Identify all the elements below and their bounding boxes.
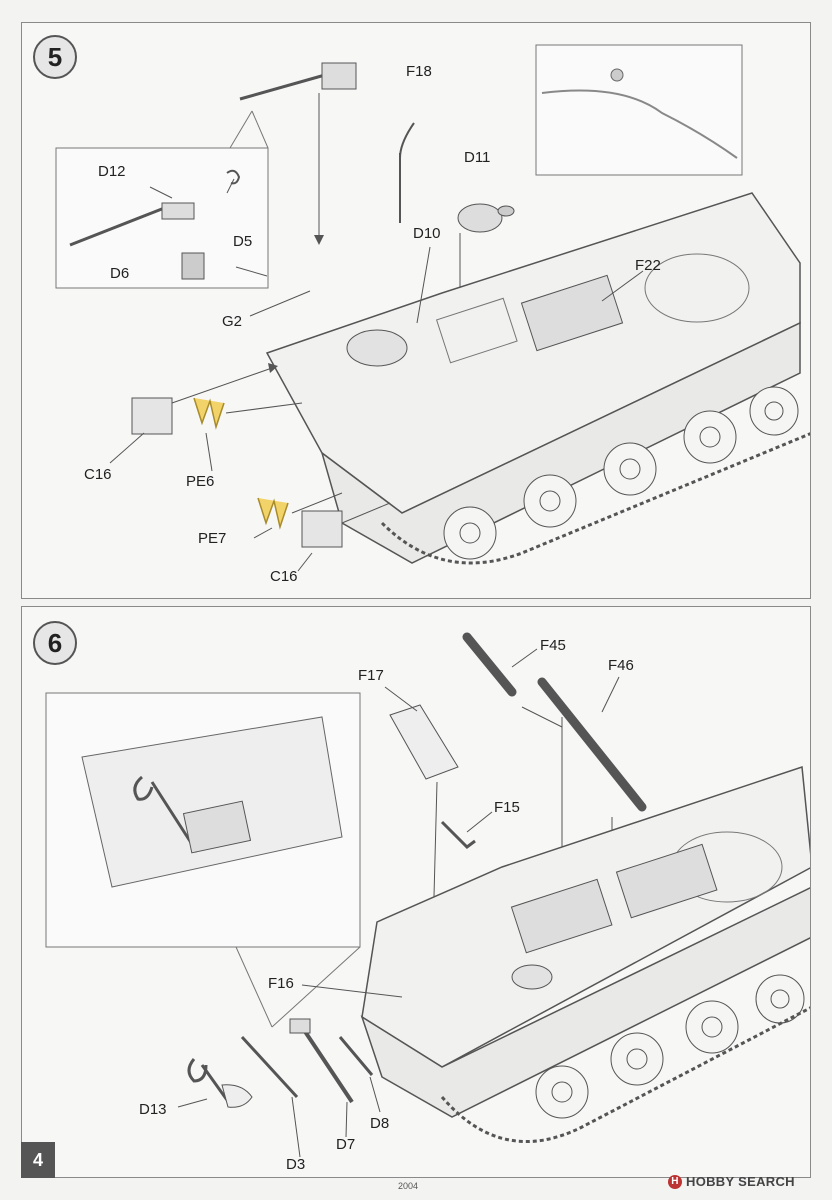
step-number-badge: 5 <box>33 35 77 79</box>
leader-lines <box>177 648 620 1158</box>
handle-d5 <box>226 169 241 185</box>
top-inset-frame <box>535 44 743 176</box>
label-d13: D13 <box>139 1101 167 1118</box>
leader-lines <box>109 178 644 572</box>
label-d10: D10 <box>413 225 441 242</box>
bar-d3 <box>240 1035 299 1099</box>
label-d3: D3 <box>286 1156 306 1173</box>
label-pe6: PE6 <box>186 473 215 490</box>
part-f45 <box>462 632 517 697</box>
label-c16-right: C16 <box>270 568 298 585</box>
hatch <box>511 964 553 990</box>
step-6-panel: 6 <box>21 606 811 1178</box>
axe-d7 <box>300 1025 354 1104</box>
turret-ring <box>644 253 750 323</box>
print-code: 2004 <box>398 1181 419 1191</box>
mg-body <box>161 202 195 220</box>
label-g2: G2 <box>222 313 243 330</box>
inset-hull-edge <box>541 89 738 159</box>
inset-tool-box <box>182 800 252 854</box>
label-d6: D6 <box>110 265 130 282</box>
track <box>440 1006 810 1143</box>
watermark-text: HOBBY SEARCH <box>686 1174 795 1189</box>
commander-hatch <box>346 329 408 367</box>
label-f17: F17 <box>358 667 384 684</box>
label-d7: D7 <box>336 1136 356 1153</box>
inset-fitting <box>610 68 624 82</box>
label-f16: F16 <box>268 975 294 992</box>
grille-f22 <box>520 274 624 352</box>
top-mg-body <box>321 62 357 90</box>
step-5-drawing <box>55 44 810 572</box>
label-pe7: PE7 <box>198 530 227 547</box>
track <box>380 432 810 565</box>
label-d8: D8 <box>370 1115 390 1132</box>
mg-barrel <box>69 203 173 247</box>
part-f46 <box>537 677 647 812</box>
label-f22: F22 <box>635 257 661 274</box>
hatch-d11 <box>457 203 503 233</box>
inset-hull-detail <box>81 716 343 888</box>
tow-hook-c16-left <box>131 397 173 435</box>
step-number-badge: 6 <box>33 621 77 665</box>
watermark: H HOBBY SEARCH <box>668 1174 795 1189</box>
inset-pointer-line <box>235 946 273 1028</box>
ammo-box-d6 <box>181 252 205 280</box>
engine-deck-grille <box>435 297 518 364</box>
label-f15: F15 <box>494 799 520 816</box>
step-6-drawing <box>45 632 810 1158</box>
road-wheels <box>443 386 799 560</box>
engine-grille-left <box>510 878 613 954</box>
tool-d8 <box>338 1036 374 1076</box>
inset-pointer-line <box>229 110 253 149</box>
engine-grille-right <box>615 843 718 919</box>
tow-hook-c16-right <box>301 510 343 548</box>
label-f46: F46 <box>608 657 634 674</box>
label-f45: F45 <box>540 637 566 654</box>
watermark-logo-icon: H <box>668 1174 682 1189</box>
part-f15 <box>440 820 476 849</box>
road-wheels <box>535 974 805 1119</box>
part-f17 <box>389 704 459 780</box>
page-number: 4 <box>21 1142 55 1178</box>
top-mg-barrel <box>239 71 333 101</box>
label-f18: F18 <box>406 63 432 80</box>
label-c16-left: C16 <box>84 466 112 483</box>
label-d5: D5 <box>233 233 253 250</box>
label-d12: D12 <box>98 163 126 180</box>
label-d11: D11 <box>464 149 491 166</box>
step-5-panel: 5 <box>21 22 811 599</box>
hull-side <box>360 887 810 1118</box>
photo-etch-pe7 <box>257 497 289 530</box>
photo-etch-pe6 <box>193 397 225 430</box>
